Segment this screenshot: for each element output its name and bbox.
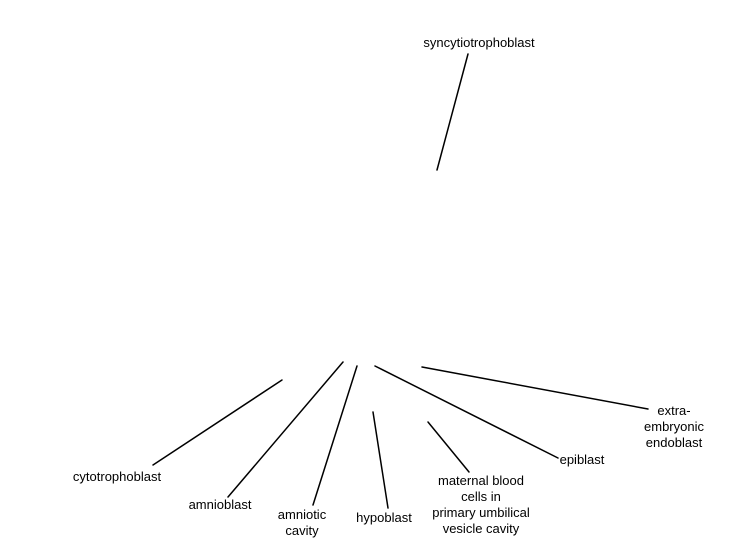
leader-line-amnioblast: [227, 361, 344, 498]
leader-line-syncytiotrophoblast: [436, 53, 469, 171]
label-extra-embryonic-endoblast: extra- embryonic endoblast: [644, 403, 704, 450]
leader-line-amniotic-cavity: [312, 365, 358, 506]
label-syncytiotrophoblast: syncytiotrophoblast: [423, 35, 535, 50]
label-amniotic-cavity: amniotic cavity: [277, 507, 327, 538]
label-amnioblast: amnioblast: [188, 497, 252, 512]
leader-line-epiblast: [374, 365, 559, 459]
leader-line-cytotrophoblast: [152, 379, 283, 466]
leader-line-hypoblast: [372, 411, 389, 509]
label-maternal-blood-cells: maternal blood cells in primary umbilica…: [432, 473, 530, 536]
leader-line-maternal-blood: [427, 421, 470, 473]
label-epiblast: epiblast: [559, 452, 605, 467]
label-hypoblast: hypoblast: [356, 510, 412, 525]
label-cytotrophoblast: cytotrophoblast: [72, 469, 162, 484]
leader-line-extra-embryonic-endoblast: [421, 366, 649, 410]
